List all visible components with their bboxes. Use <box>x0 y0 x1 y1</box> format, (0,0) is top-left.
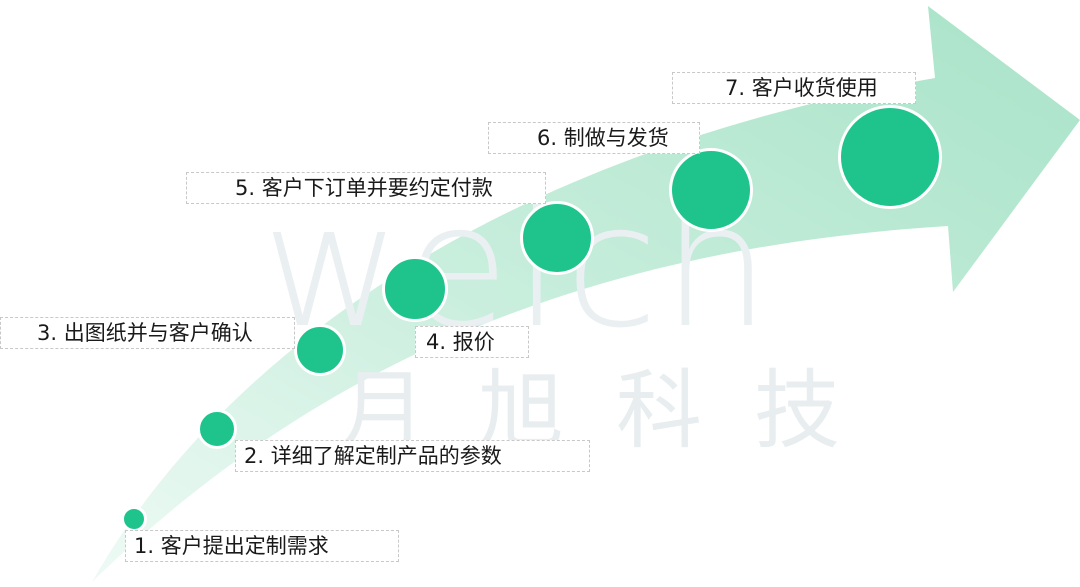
step-6-label: 6. 制做与发货 <box>488 122 700 154</box>
arrow-shape <box>92 6 1080 582</box>
step-7-marker <box>838 105 942 209</box>
step-5-label: 5. 客户下订单并要约定付款 <box>186 172 546 204</box>
step-7-label: 7. 客户收货使用 <box>672 72 916 104</box>
step-6-marker <box>669 148 753 232</box>
step-4-marker <box>382 256 448 322</box>
step-3-label: 3. 出图纸并与客户确认 <box>0 317 295 349</box>
step-4-label: 4. 报价 <box>415 326 529 358</box>
step-1-label: 1. 客户提出定制需求 <box>125 530 399 562</box>
step-5-marker <box>520 201 594 275</box>
step-2-label: 2. 详细了解定制产品的参数 <box>235 440 590 472</box>
step-2-marker <box>197 409 237 449</box>
step-3-marker <box>294 324 346 376</box>
step-1-marker <box>121 506 147 532</box>
